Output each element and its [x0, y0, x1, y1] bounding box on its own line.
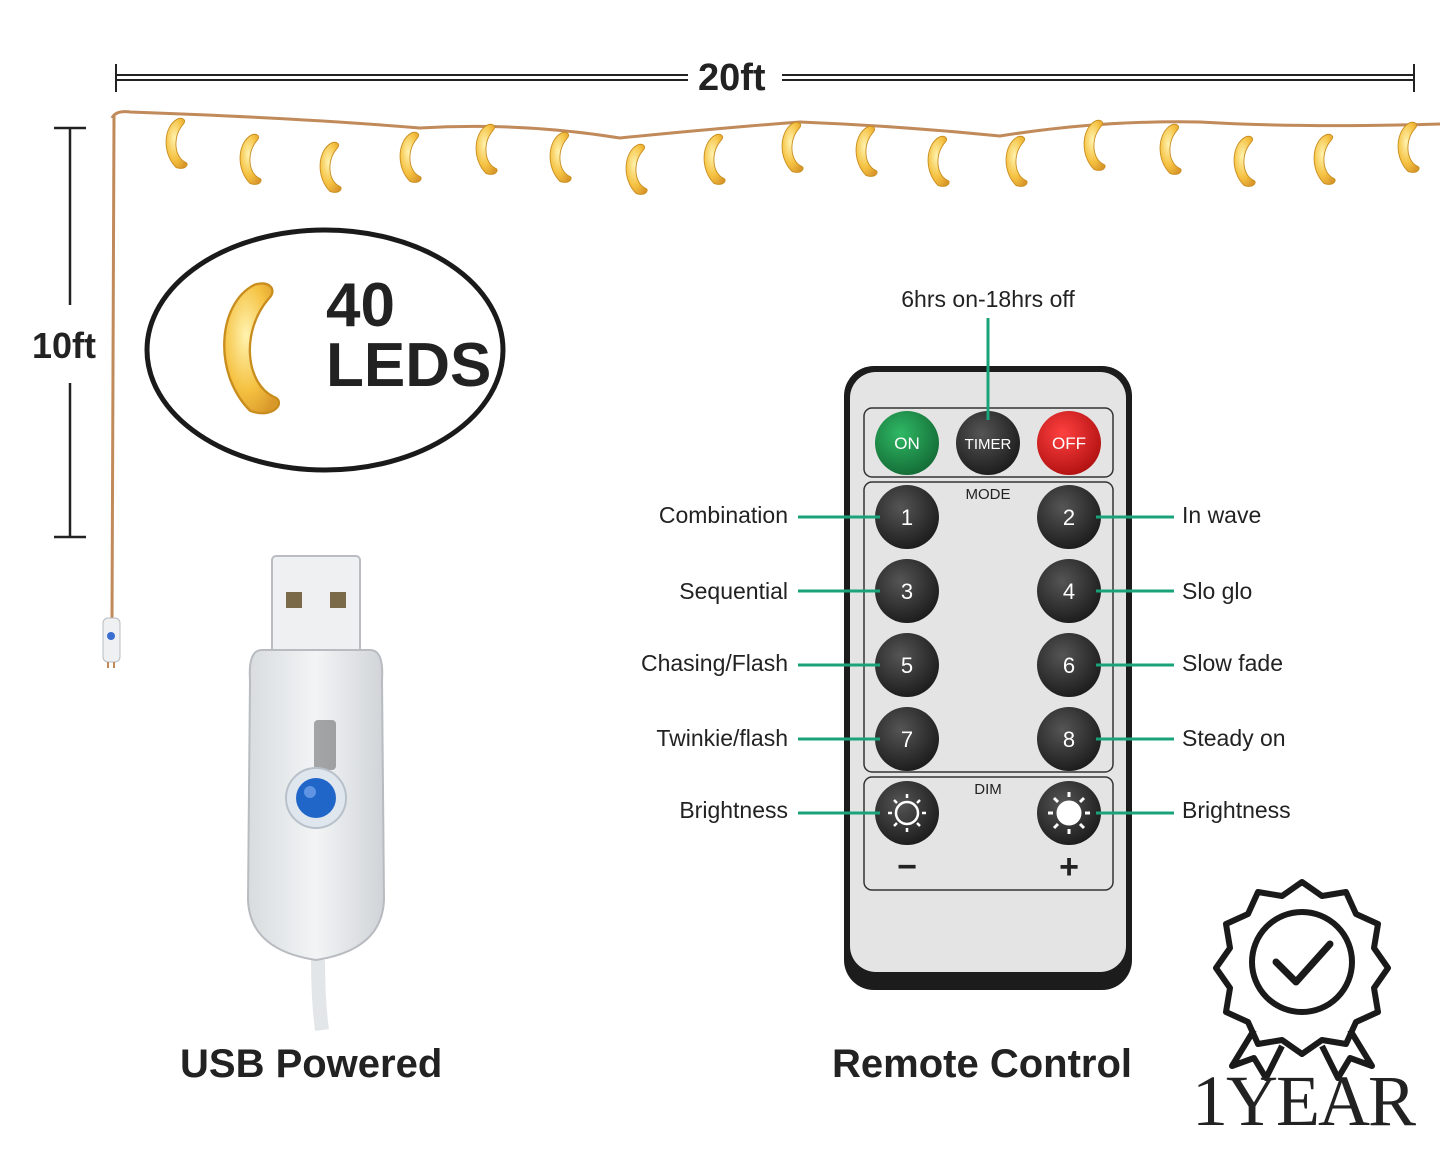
timer-button-label: TIMER [965, 436, 1012, 453]
usb-plug-icon [246, 555, 386, 1031]
moon-icon [399, 131, 422, 183]
mode-button-6[interactable] [1037, 633, 1101, 697]
mode-button-label: 8 [1063, 727, 1075, 752]
dim-label-brightness-plus: Brightness [1182, 797, 1291, 823]
moon-icon [239, 133, 262, 185]
mode-label-slo-glo: Slo glo [1182, 578, 1253, 604]
timer-note: 6hrs on-18hrs off [901, 286, 1075, 312]
moon-icon [1233, 135, 1256, 187]
moon-icon [1083, 119, 1106, 171]
mode-button-2[interactable] [1037, 485, 1101, 549]
moon-icon [549, 131, 572, 183]
off-button-label: OFF [1052, 434, 1086, 453]
dim-label-brightness-minus: Brightness [679, 797, 788, 823]
moon-icon [927, 135, 950, 187]
mode-label-slow-fade: Slow fade [1182, 650, 1284, 676]
wire-controller [102, 617, 121, 668]
moon-icon [319, 141, 342, 193]
rosette-check-icon [1213, 879, 1391, 1081]
mode-button-label: 1 [901, 505, 913, 530]
mode-label-sequential: Sequential [679, 578, 788, 604]
mode-label-combination: Combination [658, 502, 788, 528]
mode-button-7[interactable] [875, 707, 939, 771]
moon-icon [1313, 133, 1336, 185]
moon-icon [855, 125, 878, 177]
dim-buttons [875, 781, 1101, 845]
height-label: 10ft [32, 325, 97, 366]
moon-icon [475, 123, 498, 175]
mode-button-label: 3 [901, 579, 913, 604]
width-dimension-line [115, 64, 1415, 92]
remote-caption: Remote Control [832, 1042, 1132, 1086]
mode-button-8[interactable] [1037, 707, 1101, 771]
mode-button-label: 5 [901, 653, 913, 678]
dim-minus-button[interactable] [875, 781, 939, 845]
moon-icon [1159, 123, 1182, 175]
on-button-label: ON [894, 434, 920, 453]
moon-icon [1397, 121, 1420, 173]
timer-button[interactable] [956, 411, 1020, 475]
led-unit: LEDS [326, 331, 492, 400]
usb-caption: USB Powered [180, 1042, 443, 1086]
moon-icon [703, 133, 726, 185]
mode-button-label: 7 [901, 727, 913, 752]
dim-section-label: DIM [974, 781, 1002, 798]
copper-wire [110, 110, 1440, 621]
mode-button-label: 6 [1063, 653, 1075, 678]
mode-label-in-wave: In wave [1182, 502, 1262, 528]
warranty-label: 1YEAR [1192, 1061, 1416, 1141]
sun-bright-icon [1048, 792, 1090, 834]
mode-button-1[interactable] [875, 485, 939, 549]
moon-string [165, 117, 1420, 195]
width-label: 20ft [688, 58, 776, 98]
led-count-badge [144, 227, 506, 473]
dim-plus-label: + [1059, 848, 1079, 886]
on-button[interactable] [875, 411, 939, 475]
mode-buttons [875, 485, 1101, 771]
off-button[interactable] [1037, 411, 1101, 475]
mode-button-5[interactable] [875, 633, 939, 697]
moon-icon [781, 121, 804, 173]
led-count: 40 [326, 271, 395, 340]
sun-dim-icon [888, 794, 926, 832]
moon-icon [625, 143, 648, 195]
callout-lines [798, 318, 1174, 815]
height-dimension-line [54, 126, 86, 539]
dim-minus-label: − [897, 848, 917, 886]
moon-icon [165, 117, 188, 169]
mode-label-chasing-flash: Chasing/Flash [640, 650, 788, 676]
remote-power-row [875, 411, 1101, 475]
mode-button-label: 4 [1063, 579, 1075, 604]
mode-button-label: 2 [1063, 505, 1075, 530]
mode-section-label: MODE [966, 486, 1011, 503]
mode-label-steady-on: Steady on [1182, 725, 1286, 751]
mode-button-3[interactable] [875, 559, 939, 623]
mode-label-twinkie-flash: Twinkie/flash [656, 725, 788, 751]
moon-icon [1005, 135, 1028, 187]
mode-button-4[interactable] [1037, 559, 1101, 623]
